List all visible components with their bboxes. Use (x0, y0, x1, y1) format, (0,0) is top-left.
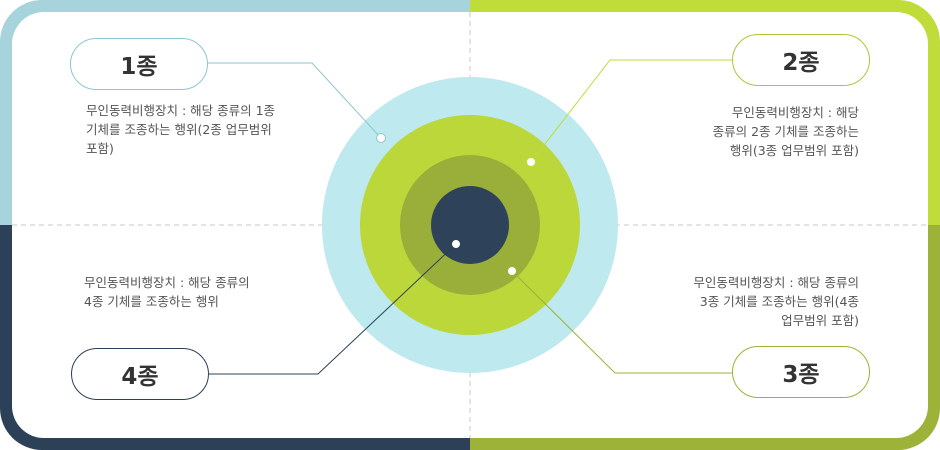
type3-marker-dot (507, 266, 517, 276)
type4-label: 4종 (71, 348, 209, 400)
type2-marker-dot (526, 157, 536, 167)
type1-leader-line (208, 62, 382, 139)
type1-description: 무인동력비행장치 : 해당 종류의 1종 기체를 조종하는 행위(2종 업무범위… (86, 103, 276, 156)
type2-description: 무인동력비행장치 : 해당 종류의 2종 기체를 조종하는 행위(3종 업무범위… (712, 105, 859, 158)
type1-marker-dot (376, 133, 386, 143)
type2-leader-line (530, 59, 732, 163)
type4-marker-dot (451, 239, 461, 249)
type2-label: 2종 (732, 34, 870, 86)
type4-description: 무인동력비행장치 : 해당 종류의 4종 기체를 조종하는 행위 (84, 275, 250, 309)
type3-leader-line (511, 270, 732, 374)
type4-core (431, 186, 509, 264)
type4-leader-line (209, 243, 457, 375)
type3-label: 3종 (732, 346, 870, 398)
type1-label: 1종 (70, 38, 208, 90)
type3-description: 무인동력비행장치 : 해당 종류의 3종 기체를 조종하는 행위(4종 업무범위… (693, 275, 859, 328)
